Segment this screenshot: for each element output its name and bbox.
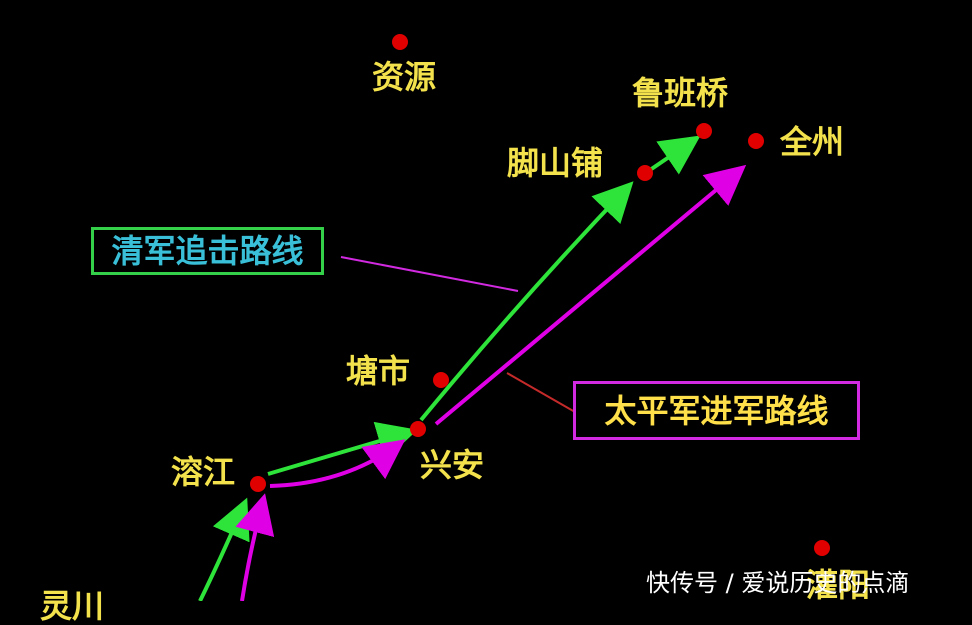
dot-lubanqiao: [696, 123, 712, 139]
dot-quanzhou: [748, 133, 764, 149]
label-quanzhou: 全州: [780, 123, 845, 161]
qing-legend-leader-line: [340, 256, 519, 292]
route-map: [198, 34, 830, 601]
taiping-route-segment-3: [434, 164, 747, 426]
dot-guanyang: [814, 540, 830, 556]
taiping-legend-leader-line: [506, 372, 576, 413]
legend-qing-route-label: 清军追击路线: [111, 232, 304, 270]
label-ziyuan: 资源: [372, 58, 437, 96]
label-rongjiang: 溶江: [171, 453, 236, 491]
taiping-route-segment-2: [269, 439, 406, 488]
qing-route-segment-4: [648, 135, 701, 175]
qing-route-segment-2: [267, 421, 418, 476]
legend-taiping-route: 太平军进军路线: [573, 381, 860, 440]
dot-ziyuan: [392, 34, 408, 50]
watermark: 快传号 / 爱说历史的点滴: [636, 565, 972, 601]
legend-taiping-route-label: 太平军进军路线: [604, 391, 829, 430]
qing-route-segment-3: [419, 181, 634, 422]
dot-jiaoshanpu: [637, 165, 653, 181]
label-guanyang: 灌阳: [806, 566, 871, 604]
legend-qing-route: 清军追击路线: [91, 227, 324, 275]
qing-route-segment-1: [198, 497, 250, 601]
label-tangshi: 塘市: [346, 352, 411, 390]
label-partial-bottom-left: 灵川: [40, 587, 105, 625]
dot-xingan: [410, 421, 426, 437]
dot-tangshi: [433, 372, 449, 388]
watermark-text: 快传号 / 爱说历史的点滴: [646, 569, 910, 597]
taiping-route-segment-1: [235, 493, 275, 601]
label-jiaoshanpu: 脚山铺: [507, 144, 604, 182]
label-xingan: 兴安: [420, 446, 485, 484]
label-lubanqiao: 鲁班桥: [632, 74, 729, 112]
dot-rongjiang: [250, 476, 266, 492]
